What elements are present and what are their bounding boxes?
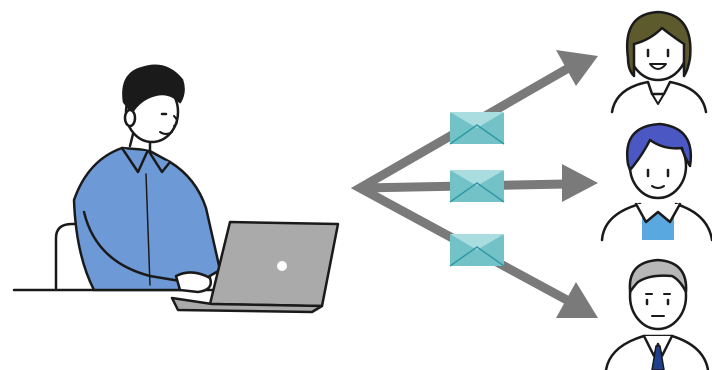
arm (82, 210, 188, 284)
arrow-icon (556, 282, 598, 318)
sender-hair (122, 64, 185, 114)
arrowheads (556, 50, 598, 318)
recipient-woman (610, 10, 708, 114)
arrow-icon (556, 50, 598, 86)
mail-icon (449, 111, 505, 145)
laptop-logo (277, 261, 287, 271)
collar (120, 146, 172, 174)
recipient-young-man (600, 122, 712, 242)
woman-hair (625, 10, 692, 78)
older-man-tie (651, 345, 665, 370)
older-man-hair (628, 258, 688, 294)
sender-person (12, 64, 314, 294)
laptop (170, 220, 340, 314)
recipient-older-man (604, 258, 710, 370)
mail-icon (449, 169, 505, 203)
chair (54, 222, 90, 290)
laptop-screen (208, 220, 340, 308)
young-man-hair (625, 122, 693, 172)
mail-icon (449, 233, 505, 267)
laptop-base (170, 296, 324, 314)
arrow-icon (562, 164, 598, 202)
